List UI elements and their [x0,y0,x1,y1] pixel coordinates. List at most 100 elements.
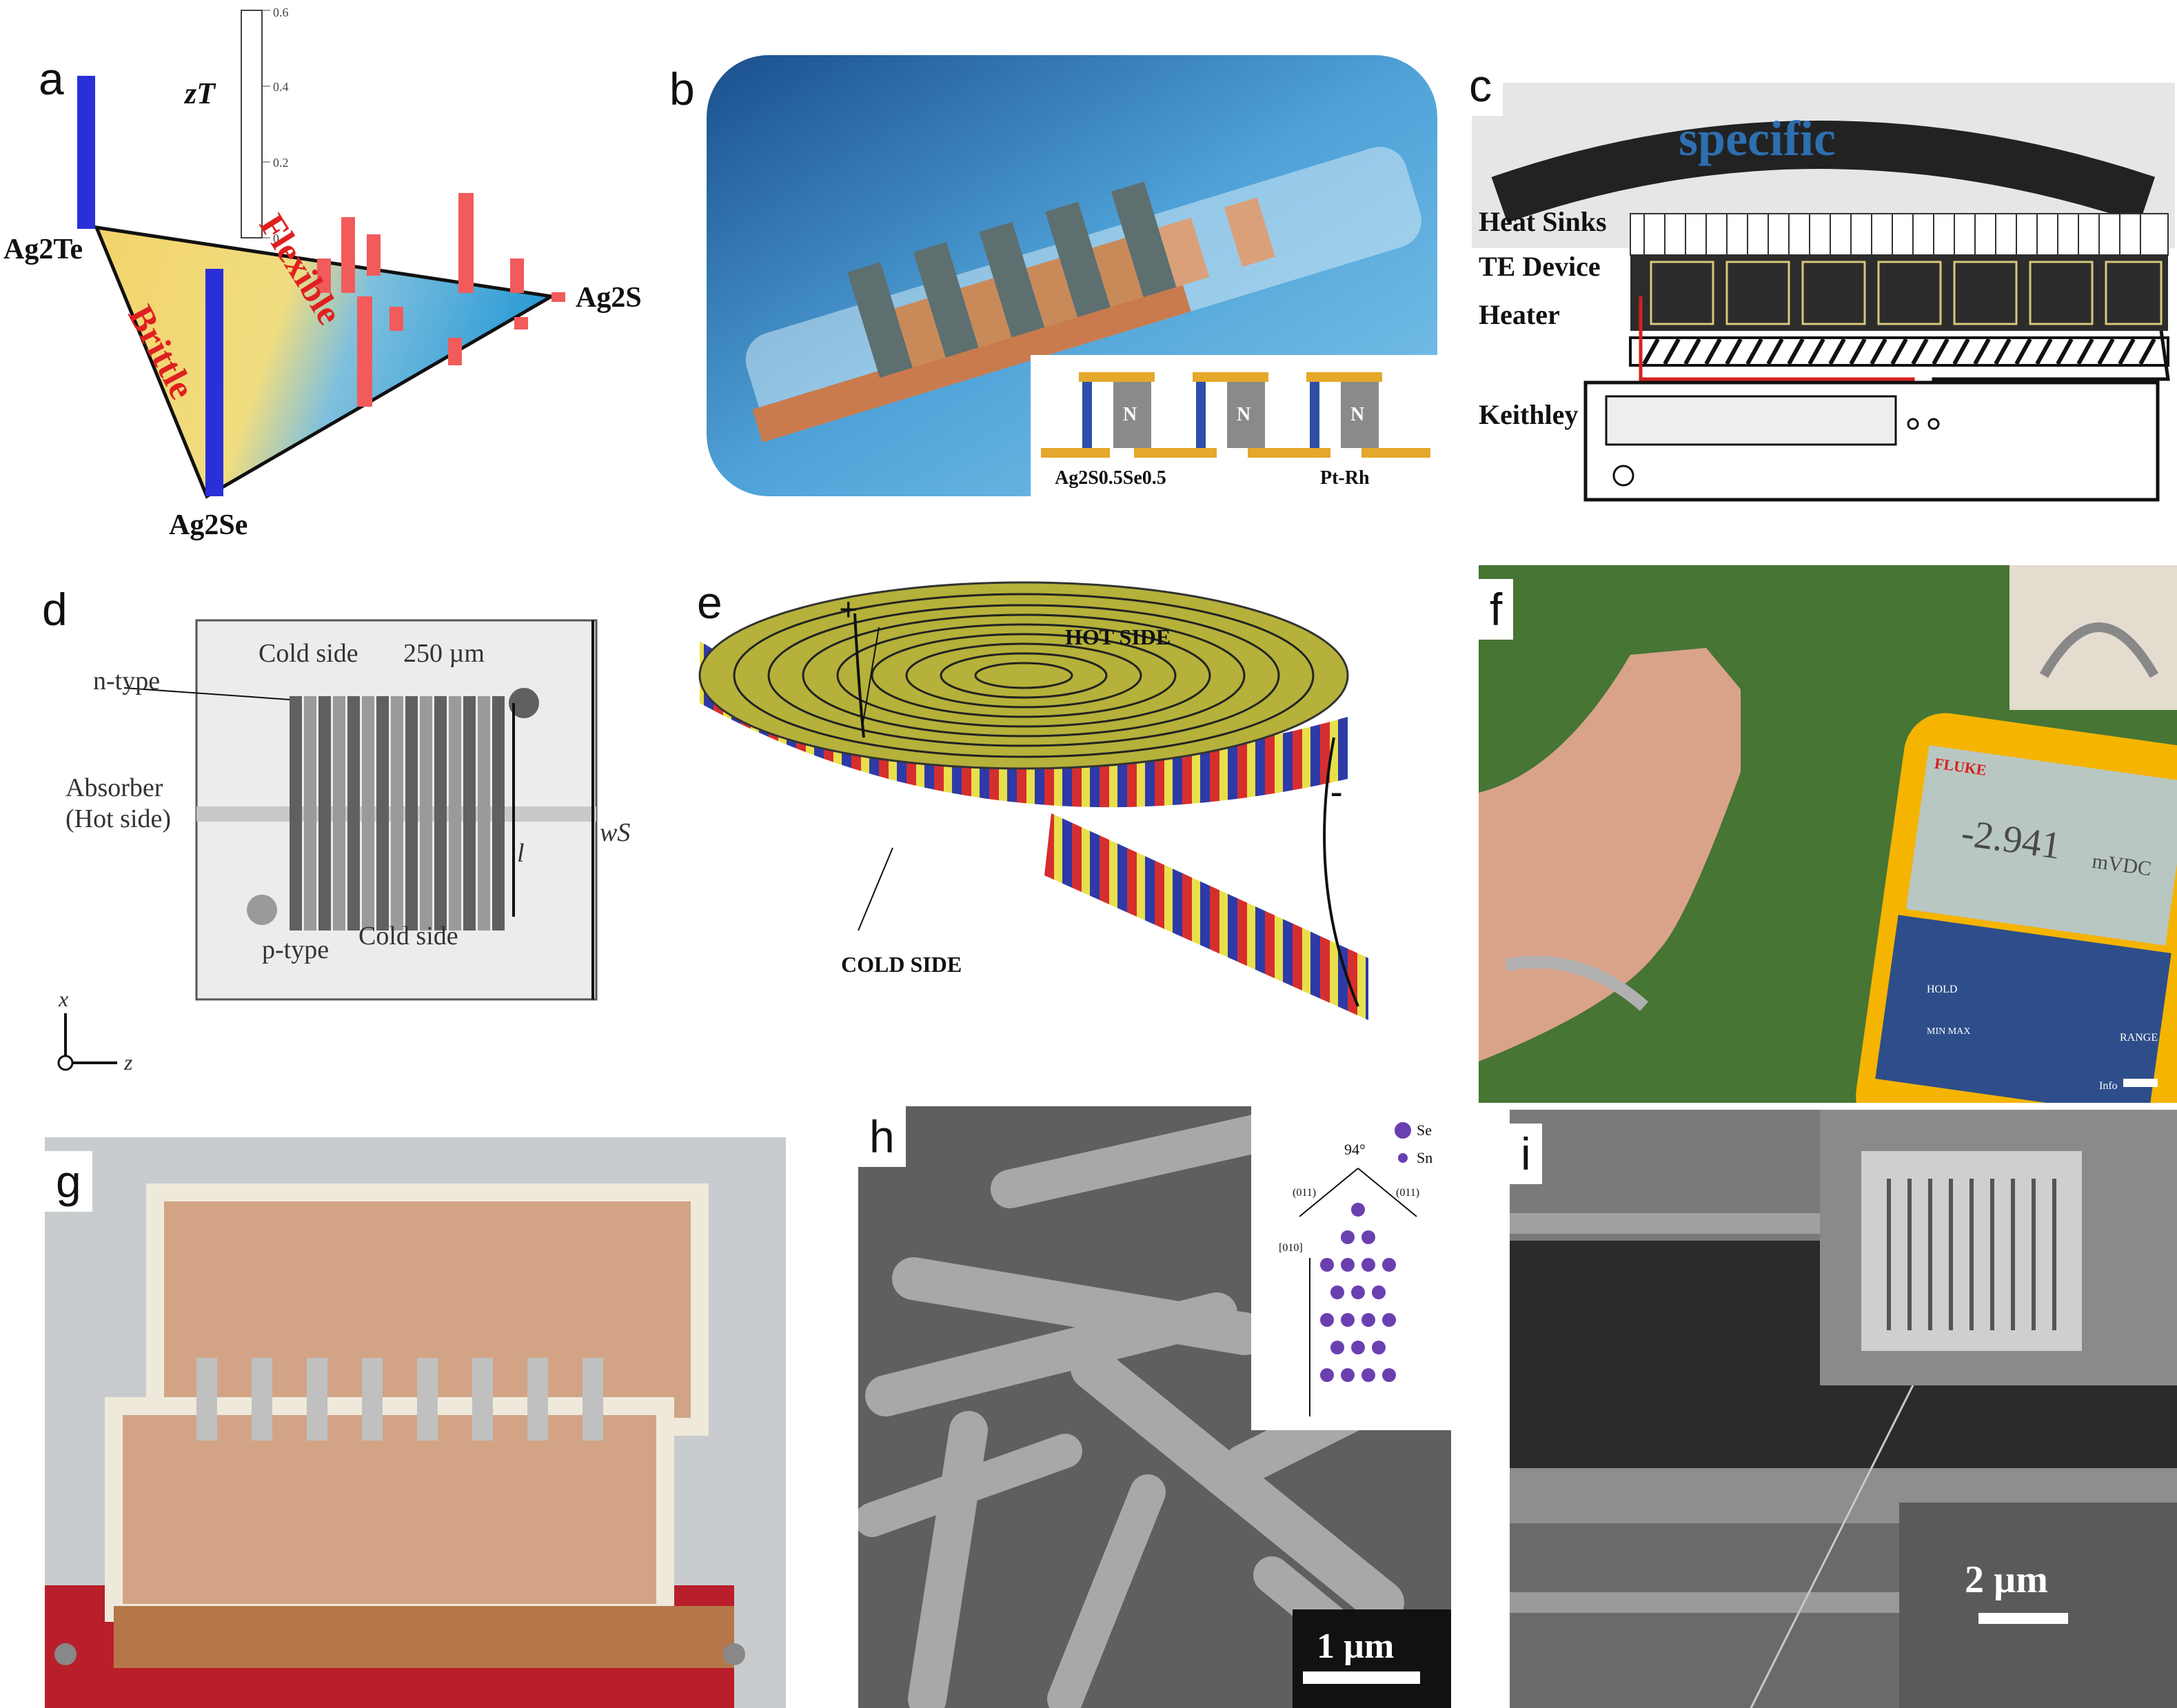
panel-b: N N N Ag2S0.5Se0.5 Pt-Rh b [631,48,1444,503]
meter-minmax: MIN MAX [1927,1026,1970,1037]
absorber-hot-label: (Hot side) [65,804,171,833]
panel-e-diagram: + - HOT SIDE COLD SIDE [698,581,1368,1020]
te-leg-copper [1092,237,1144,307]
hot-side-leader [861,627,880,731]
serpentine-legs [290,696,505,931]
plus-label: + [839,591,858,628]
zt-tick: 0.4 [273,80,289,94]
legend-se-dot [1395,1122,1411,1139]
coil-side [700,641,1348,808]
keithley-knob [1612,465,1634,487]
copper-strip [752,278,1191,443]
panel-letter-b: b [658,59,706,119]
scale-inset [1899,1503,2177,1708]
panel-letter-a: a [28,48,75,109]
coil-top [698,581,1349,770]
panel-d: Cold side 250 µm n-type Absorber (Hot si… [0,572,676,1110]
red-bar [341,217,355,293]
x-axis-label: x [58,986,68,1011]
te-leg-copper [1224,197,1275,267]
terminal-red [1907,418,1919,430]
meter-keypad [1875,915,2171,1103]
n-label: N [1237,404,1250,425]
label-keithley: Keithley [1479,399,1578,430]
panel-letter-g: g [45,1151,92,1212]
nanowire [1750,1336,1938,1708]
te-leg [847,262,913,378]
panel-f-photo: FLUKE -2.941 mVDC HOLD MIN MAX RANGE Inf… [1479,565,2177,1103]
plane-label: (011) [1293,1187,1316,1199]
panel-b-photo: N N N Ag2S0.5Se0.5 Pt-Rh [707,55,1437,500]
panel-letter-c: c [1458,55,1503,116]
te-leg-copper [1026,258,1077,327]
cold-side-top: Cold side [259,639,358,668]
red-bar [357,296,372,407]
ntype-label: n-type [93,667,160,695]
label-heater: Heater [1479,299,1560,330]
label-heat-sinks: Heat Sinks [1479,206,1607,237]
red-bar [458,193,474,293]
terminal-left [54,1643,77,1665]
meter-range: RANGE [2120,1032,2158,1044]
panel-letter-e: e [686,572,733,633]
panel-i-sem: 2 µm [1510,1110,2177,1708]
width-label: 250 µm [403,639,485,668]
heat-sinks [1630,213,2169,256]
metal-label: Pt-Rh [1320,467,1370,489]
label-te-device: TE Device [1479,251,1601,282]
ws-label: wS [600,818,630,847]
material-label: Ag2S0.5Se0.5 [1055,467,1166,489]
panel-d-diagram: Cold side 250 µm n-type Absorber (Hot si… [57,602,630,1075]
vertex-ag2te: Ag2Te [3,234,83,265]
zt-tick: 0.2 [273,156,289,170]
panel-h-sem: Se Sn 94° (011) (011) [010] 1 µm [858,1106,1451,1708]
panel-g: g [45,1137,786,1708]
bar-ag2se [205,269,223,496]
meter-screen [1905,745,2177,946]
te-leg [913,242,979,358]
red-bar [448,338,462,365]
terminal-black [1927,418,1940,430]
brand-text: specific [1679,111,1836,166]
minus-label: - [1330,772,1342,811]
keithley-display [1605,395,1897,446]
panel-letter-f: f [1479,579,1514,640]
panel-f: FLUKE -2.941 mVDC HOLD MIN MAX RANGE Inf… [1479,565,2177,1103]
legend-se: Se [1417,1121,1432,1139]
panel-h: Se Sn 94° (011) (011) [010] 1 µm h [858,1106,1451,1708]
panel-a: 0.6 0.4 0.2 0 zT Brittle Flexible Ag2Te … [0,0,689,551]
minus-lead [1323,737,1359,1007]
scale-bar [1303,1671,1420,1684]
plane-label: (011) [1396,1187,1419,1199]
red-bar [514,317,528,329]
tail-strip [1044,813,1368,1020]
legend-sn-dot [1398,1153,1408,1163]
red-bar [389,307,403,331]
inset-device [2039,622,2159,678]
plane-line [1299,1168,1359,1217]
hot-side-label: HOT SIDE [1065,624,1171,649]
te-leg [979,221,1045,338]
length-label: l [517,839,525,868]
axis-origin [57,1055,74,1071]
z-axis-label: z [123,1050,133,1075]
vertex-ag2s: Ag2S [576,282,642,314]
zt-axis-label: zT [183,77,216,110]
panel-c-diagram: specific Heat Sinks TE Device Heater Kei… [1472,83,2175,502]
inset-photo [2009,565,2177,710]
zt-tick: 0.6 [273,6,289,19]
legend-sn: Sn [1417,1149,1432,1166]
te-leg-copper [894,298,946,368]
terminal-right [723,1643,745,1665]
bar-ag2te [77,76,95,229]
wrist-device [1505,956,1648,1011]
scale-bar [2123,1079,2158,1087]
scale-box [1293,1609,1451,1708]
schematic-legs [1041,372,1430,458]
panel-letter-h: h [858,1106,906,1167]
scale-bar-label: 2 µm [1965,1558,2048,1601]
red-bar [510,258,524,293]
absorber-label: Absorber [65,773,163,802]
zt-tick: 0 [273,232,279,245]
vertex-ag2se: Ag2Se [169,509,247,541]
